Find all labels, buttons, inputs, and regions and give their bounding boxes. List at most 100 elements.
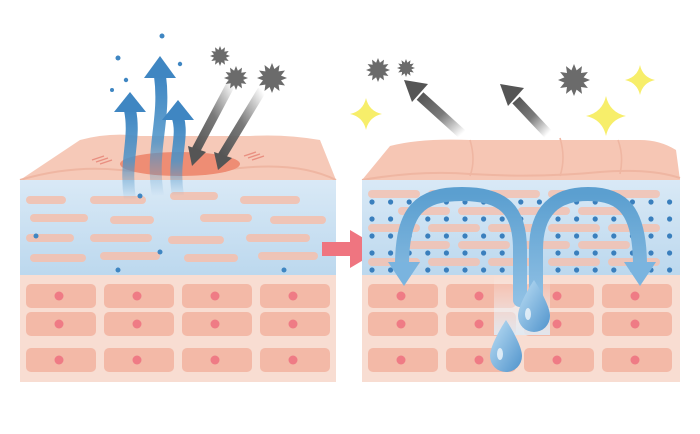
moisture-dot xyxy=(388,267,394,273)
moisture-dot xyxy=(462,216,468,222)
moisture-dot xyxy=(555,216,561,222)
moisture-dot xyxy=(369,199,375,205)
moisture-dot xyxy=(555,267,561,273)
corneocyte xyxy=(578,207,630,215)
moisture-dot xyxy=(667,233,673,239)
deflected-irritant-arrow xyxy=(500,84,552,138)
moisture-dot xyxy=(667,267,673,273)
moisture-dot xyxy=(462,233,468,239)
moisture-dot xyxy=(425,267,431,273)
left-panel-damaged-skin xyxy=(19,33,337,382)
moisture-arrow-icon xyxy=(162,100,194,197)
cell-nucleus xyxy=(210,355,220,365)
left-moisture-escaping-arrows xyxy=(110,33,194,201)
left-cells xyxy=(26,284,330,372)
irritant-arrow xyxy=(188,79,236,166)
moisture-dot xyxy=(518,199,524,205)
irritant-particle-icon xyxy=(257,63,287,93)
moisture-dot xyxy=(499,233,505,239)
moisture-dot xyxy=(462,267,468,273)
moisture-dot xyxy=(369,267,375,273)
sparkle-icon xyxy=(586,96,626,136)
moisture-dot xyxy=(555,233,561,239)
left-crack-marks xyxy=(91,151,265,165)
left-irritants-entering xyxy=(188,46,287,170)
cell-nucleus xyxy=(630,355,640,365)
moisture-dot xyxy=(536,199,543,205)
moisture-dot xyxy=(481,250,487,256)
moisture-dot xyxy=(443,233,449,239)
moisture-dot xyxy=(592,267,598,273)
moisture-dot xyxy=(425,216,431,222)
moisture-dot xyxy=(667,199,673,205)
moisture-arrow-icon xyxy=(114,92,146,201)
sparkles xyxy=(350,65,655,136)
cell-nucleus xyxy=(132,355,142,365)
cell-nucleus xyxy=(630,291,640,301)
irritant-particle-icon xyxy=(558,64,590,96)
moisture-dot xyxy=(499,267,505,273)
cell-nucleus xyxy=(630,319,640,329)
irritant-burst-shape xyxy=(224,66,248,90)
moisture-dot xyxy=(499,216,505,222)
moisture-dot xyxy=(443,250,449,256)
irritant-burst-shape xyxy=(397,59,415,77)
right-panel-healthy-skin xyxy=(350,58,681,382)
left-moisture-dots xyxy=(33,193,287,273)
corneocyte xyxy=(458,207,510,215)
cell-nucleus xyxy=(288,319,298,329)
irritant-burst-shape xyxy=(257,63,287,93)
cell-nucleus xyxy=(474,319,484,329)
corneocyte xyxy=(428,224,480,232)
moisture-dot xyxy=(667,250,673,256)
moisture-dot xyxy=(574,250,580,256)
corneocyte xyxy=(428,258,480,266)
right-irritants-deflected xyxy=(366,58,590,138)
moisture-arrow-icon xyxy=(529,186,656,307)
sparkle-icon xyxy=(625,65,655,95)
sparkle-shape xyxy=(625,65,655,95)
moisture-dot xyxy=(369,233,375,239)
sparkle-shape xyxy=(350,98,382,130)
water-droplet-icon xyxy=(518,280,550,332)
cell-nucleus xyxy=(288,291,298,301)
cell-nucleus xyxy=(552,355,562,365)
moisture-dot xyxy=(388,199,394,205)
moisture-dot xyxy=(648,199,654,205)
moisture-dot xyxy=(574,267,580,273)
moisture-dot xyxy=(499,250,505,256)
moisture-arrow-icon xyxy=(144,56,176,198)
moisture-dot xyxy=(555,250,561,256)
escaping-moisture-dots xyxy=(110,33,183,92)
moisture-dot xyxy=(443,216,449,222)
moisture-dot xyxy=(648,250,654,256)
sparkle-shape xyxy=(586,96,626,136)
irritant-particle-icon xyxy=(366,58,390,82)
moisture-dot xyxy=(667,216,673,222)
irritant-particle-icon xyxy=(224,66,248,90)
moisture-dot xyxy=(425,233,431,239)
moisture-dot xyxy=(462,250,468,256)
cell-nucleus xyxy=(396,355,406,365)
right-skin-surface xyxy=(362,139,680,180)
moisture-dot xyxy=(611,250,617,256)
corneocyte xyxy=(548,258,600,266)
cell-nucleus xyxy=(474,355,484,365)
corneocyte xyxy=(458,241,510,249)
cell-nucleus xyxy=(396,319,406,329)
water-droplet-icon xyxy=(490,320,522,372)
left-corneocytes xyxy=(26,192,326,262)
irritant-burst-shape xyxy=(366,58,390,82)
right-skin-surface-ridge xyxy=(361,169,681,181)
moisture-dot xyxy=(388,216,394,222)
irritant-burst-shape xyxy=(210,46,230,66)
moisture-dot xyxy=(592,250,598,256)
corneocyte xyxy=(548,224,600,232)
moisture-dot xyxy=(388,233,394,239)
moisture-dot xyxy=(611,216,617,222)
moisture-dot xyxy=(592,216,598,222)
irritant-particle-icon xyxy=(210,46,230,66)
moisture-dot xyxy=(574,233,580,239)
